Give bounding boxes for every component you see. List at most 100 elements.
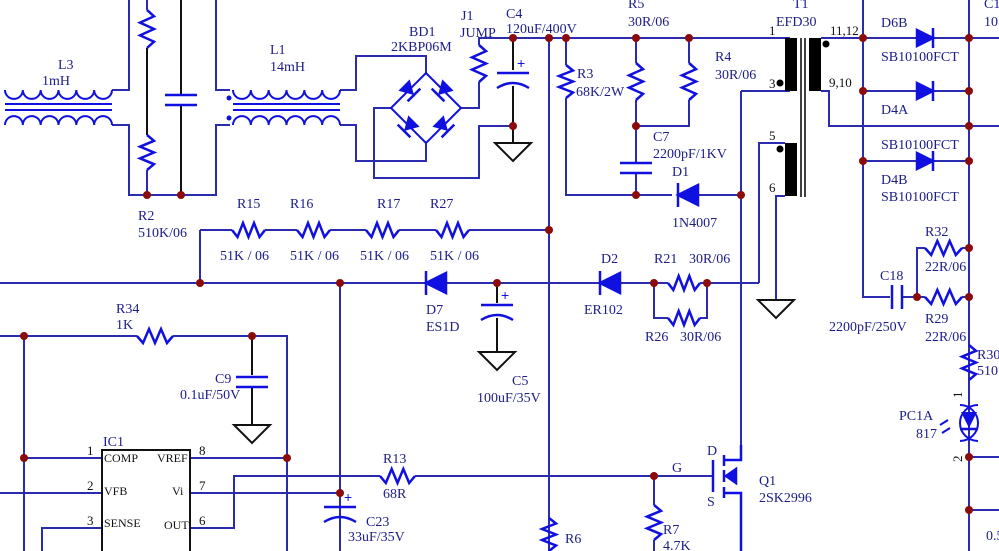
diode-bar xyxy=(430,87,446,103)
ic1-pin7-name: Vi xyxy=(172,484,184,498)
wire xyxy=(41,527,102,551)
c7-ref: C7 xyxy=(653,130,669,145)
c7-capacitor xyxy=(620,161,652,175)
r13-value: 68R xyxy=(383,487,407,502)
ic1-pin1-num: 1 xyxy=(87,443,94,458)
bd1-diode xyxy=(398,79,422,103)
c4-capacitor: + xyxy=(496,55,530,90)
d6b-ref: D6B xyxy=(881,16,907,31)
l3-coil-top xyxy=(4,89,113,100)
wire xyxy=(862,0,890,298)
r26-resistor xyxy=(667,307,701,329)
junction-dot xyxy=(509,34,517,42)
junction-dot xyxy=(283,454,291,462)
d4b-ref: D4B xyxy=(881,173,907,188)
l1-dot xyxy=(226,115,232,121)
c1-ref: C1 xyxy=(984,0,999,12)
junction-dot xyxy=(545,226,553,234)
l3-coil-bottom xyxy=(4,115,113,126)
c4-value: 120uF/400V xyxy=(506,22,577,37)
wire xyxy=(916,247,925,297)
c18-capacitor xyxy=(890,285,904,309)
ic1-pin7-num: 7 xyxy=(199,478,206,493)
cap-plate-curved xyxy=(323,515,357,524)
junction-dot xyxy=(248,332,256,340)
wire xyxy=(775,195,785,300)
c4-ref: C4 xyxy=(506,7,522,22)
bd1-diode xyxy=(396,115,420,139)
r32-resistor xyxy=(924,237,963,259)
diode-triangle xyxy=(404,115,420,131)
junction-dot xyxy=(965,87,973,95)
r27-value: 51K / 06 xyxy=(430,249,479,264)
t1-phase-dot xyxy=(776,79,784,87)
q1-ref: Q1 xyxy=(759,474,776,489)
source xyxy=(724,491,743,551)
pc1a-pin-2: 2 xyxy=(950,456,965,463)
t1-ref: T1 xyxy=(793,0,809,12)
r32-value: 22R/06 xyxy=(925,260,966,275)
d7-ref: D7 xyxy=(426,303,443,318)
ic1-ref: IC1 xyxy=(103,435,124,450)
junction-dot xyxy=(859,157,867,165)
q1-pin-d: D xyxy=(707,444,717,459)
pc1a-ref: PC1A xyxy=(899,409,934,424)
j1-value: JUMP xyxy=(460,26,496,41)
wire xyxy=(112,0,130,91)
d1-ref: D1 xyxy=(672,165,689,180)
r27-ref: R27 xyxy=(430,197,453,212)
junction-dot xyxy=(965,157,973,165)
r17-ref: R17 xyxy=(377,197,400,212)
pc1a-pin-1: 1 xyxy=(950,392,965,399)
r7-resistor xyxy=(643,504,665,541)
d4a-value: SB10100FCT xyxy=(881,138,959,153)
wire xyxy=(173,335,288,551)
r2-ref: R2 xyxy=(138,209,154,224)
r17-value: 51K / 06 xyxy=(360,249,409,264)
bd1-ref: BD1 xyxy=(409,25,435,40)
diode-triangle xyxy=(915,27,936,49)
r30-ref: R30 xyxy=(977,348,999,363)
junction-dot xyxy=(913,293,921,301)
diode-triangle xyxy=(675,182,700,208)
r6-ref: R6 xyxy=(565,532,581,547)
d4b-value: SB10100FCT xyxy=(881,190,959,205)
d1-value: 1N4007 xyxy=(672,216,717,231)
cap-plate-curved xyxy=(496,81,530,90)
c5-value: 100uF/35V xyxy=(477,391,541,406)
junctions xyxy=(20,34,973,514)
wire xyxy=(215,0,230,91)
r4-ref: R4 xyxy=(715,50,731,65)
r7-value: 4.7K xyxy=(663,539,691,551)
junction-dot xyxy=(562,34,570,42)
t1-pin-3: 3 xyxy=(769,76,776,91)
diode-bar xyxy=(440,123,456,139)
r30-value: 510 xyxy=(977,364,998,379)
r17-resistor xyxy=(365,219,400,241)
r15-ref: R15 xyxy=(237,197,260,212)
r2-value: 510K/06 xyxy=(138,226,187,241)
d7-value: ES1D xyxy=(426,320,459,335)
r30-resistor xyxy=(958,344,980,381)
d4a-diode xyxy=(915,80,936,102)
d7-diode xyxy=(423,270,448,296)
c9-capacitor xyxy=(236,375,268,389)
r29-value: 22R/06 xyxy=(925,330,966,345)
c23-capacitor: + xyxy=(323,489,357,524)
t1-pin-9-10: 9,10 xyxy=(829,75,852,90)
bd1-diode xyxy=(430,79,454,103)
junction-dot xyxy=(859,87,867,95)
r13-resistor xyxy=(379,465,416,487)
t1-secondary-winding xyxy=(809,38,821,91)
plus-sign: + xyxy=(517,55,525,71)
ic1-pin8-num: 8 xyxy=(199,443,206,458)
t1-pin-11-12: 11,12 xyxy=(830,23,859,38)
ic1-pin6-num: 6 xyxy=(199,513,206,528)
r16-ref: R16 xyxy=(290,197,313,212)
r27-resistor xyxy=(435,219,470,241)
r3-resistor xyxy=(555,64,577,99)
r15-resistor xyxy=(231,219,266,241)
ic1-pin3-num: 3 xyxy=(87,513,94,528)
junction-dot xyxy=(965,244,973,252)
